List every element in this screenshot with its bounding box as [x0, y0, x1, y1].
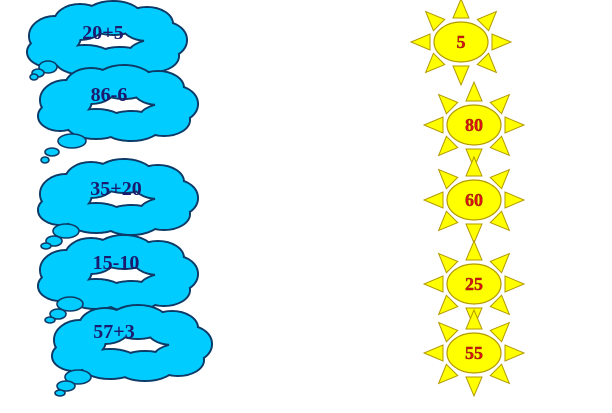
thought-bubble [44, 316, 56, 324]
cloud-2[interactable]: 86-6 [37, 64, 199, 142]
sun-3-value: 60 [465, 190, 483, 210]
thought-bubble [56, 296, 84, 312]
cloud-3-expression: 35+20 [90, 178, 141, 200]
thought-cloud-shape [51, 304, 213, 382]
thought-cloud-shape [37, 64, 199, 142]
thought-bubble [40, 156, 50, 164]
sun-icon [422, 80, 526, 170]
cloud-4-expression: 15-10 [93, 252, 140, 274]
thought-bubble-tails [29, 60, 92, 397]
thought-cloud-shape [26, 0, 188, 78]
sun-2-value: 80 [465, 115, 483, 135]
sun-4[interactable]: 25 [422, 239, 526, 329]
sun-icon [422, 155, 526, 245]
sun-icon [409, 0, 513, 87]
sun-4-value: 25 [465, 274, 483, 294]
cloud-1[interactable]: 20+5 [26, 0, 188, 78]
cloud-5[interactable]: 57+3 [51, 304, 213, 382]
sun-icon [422, 308, 526, 398]
cloud-group: 20+5 86-6 35+20 15-10 57+3 [26, 0, 213, 382]
thought-bubble [49, 308, 67, 320]
thought-bubble [44, 147, 60, 157]
cloud-1-expression: 20+5 [82, 22, 123, 44]
thought-bubble [29, 73, 39, 81]
thought-bubble [57, 133, 87, 149]
cloud-5-expression: 57+3 [93, 321, 134, 343]
sun-icon [422, 239, 526, 329]
cloud-2-expression: 86-6 [91, 84, 128, 106]
thought-bubble [38, 60, 58, 74]
sun-5-value: 55 [465, 343, 483, 363]
thought-bubble [52, 223, 80, 239]
sun-1[interactable]: 5 [409, 0, 513, 87]
sun-3[interactable]: 60 [422, 155, 526, 245]
cloud-3[interactable]: 35+20 [37, 158, 199, 236]
thought-bubble [64, 369, 92, 385]
thought-bubble [56, 380, 76, 392]
thought-cloud-shape [37, 158, 199, 236]
thought-bubble [40, 242, 52, 250]
sun-1-value: 5 [457, 32, 466, 52]
sun-5[interactable]: 55 [422, 308, 526, 398]
sun-2[interactable]: 80 [422, 80, 526, 170]
sun-group: 5 80 60 25 55 [409, 0, 526, 398]
thought-bubble [54, 389, 66, 397]
